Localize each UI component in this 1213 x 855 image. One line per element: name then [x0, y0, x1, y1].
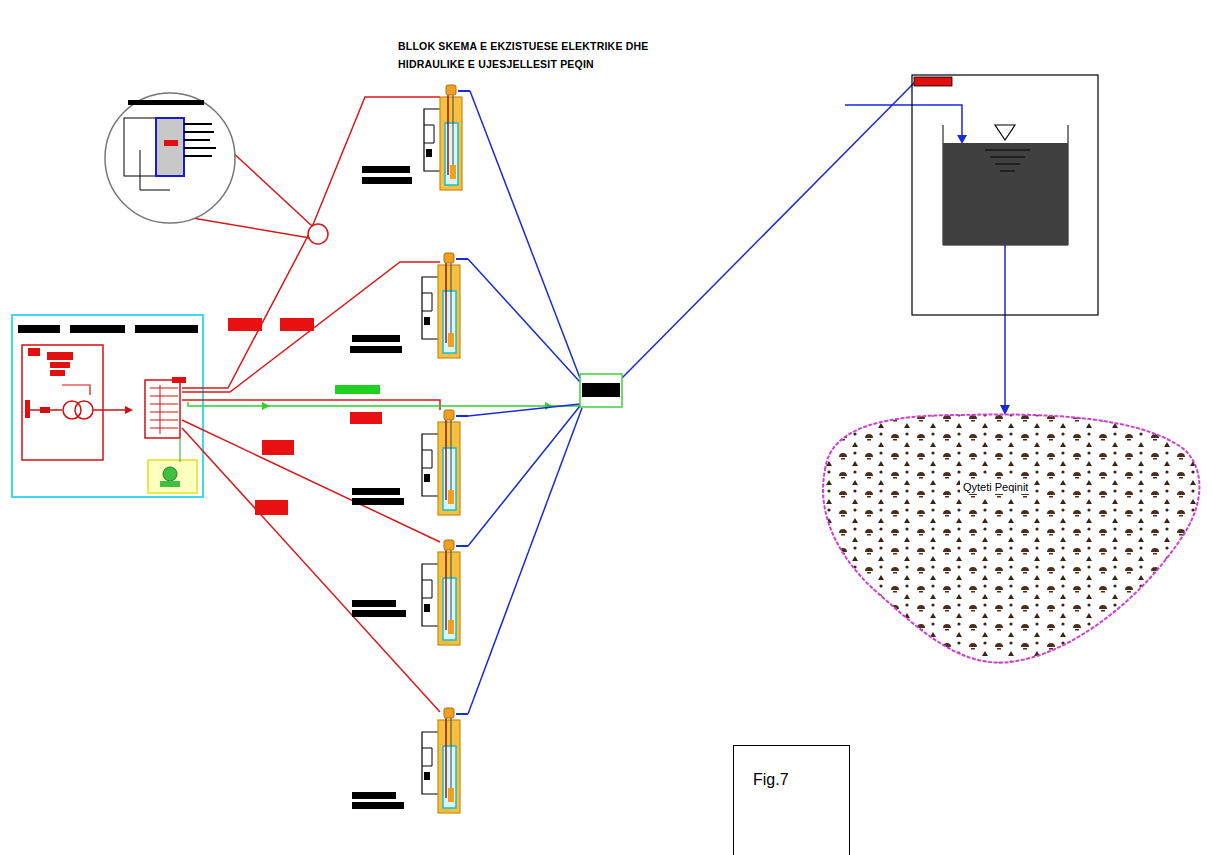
city-area: Qyteti Peqinit	[810, 410, 1205, 668]
city-border	[823, 414, 1199, 662]
houses	[823, 414, 1199, 662]
city-label: Qyteti Peqinit	[960, 480, 1031, 494]
diagram-title: BLLOK SKEMA E EKZISTUESE ELEKTRIKE DHE H…	[398, 37, 688, 73]
figure-number: Fig.7	[750, 770, 792, 790]
city-outline	[810, 410, 1205, 668]
figure-caption-box: Fig.7	[733, 745, 850, 855]
